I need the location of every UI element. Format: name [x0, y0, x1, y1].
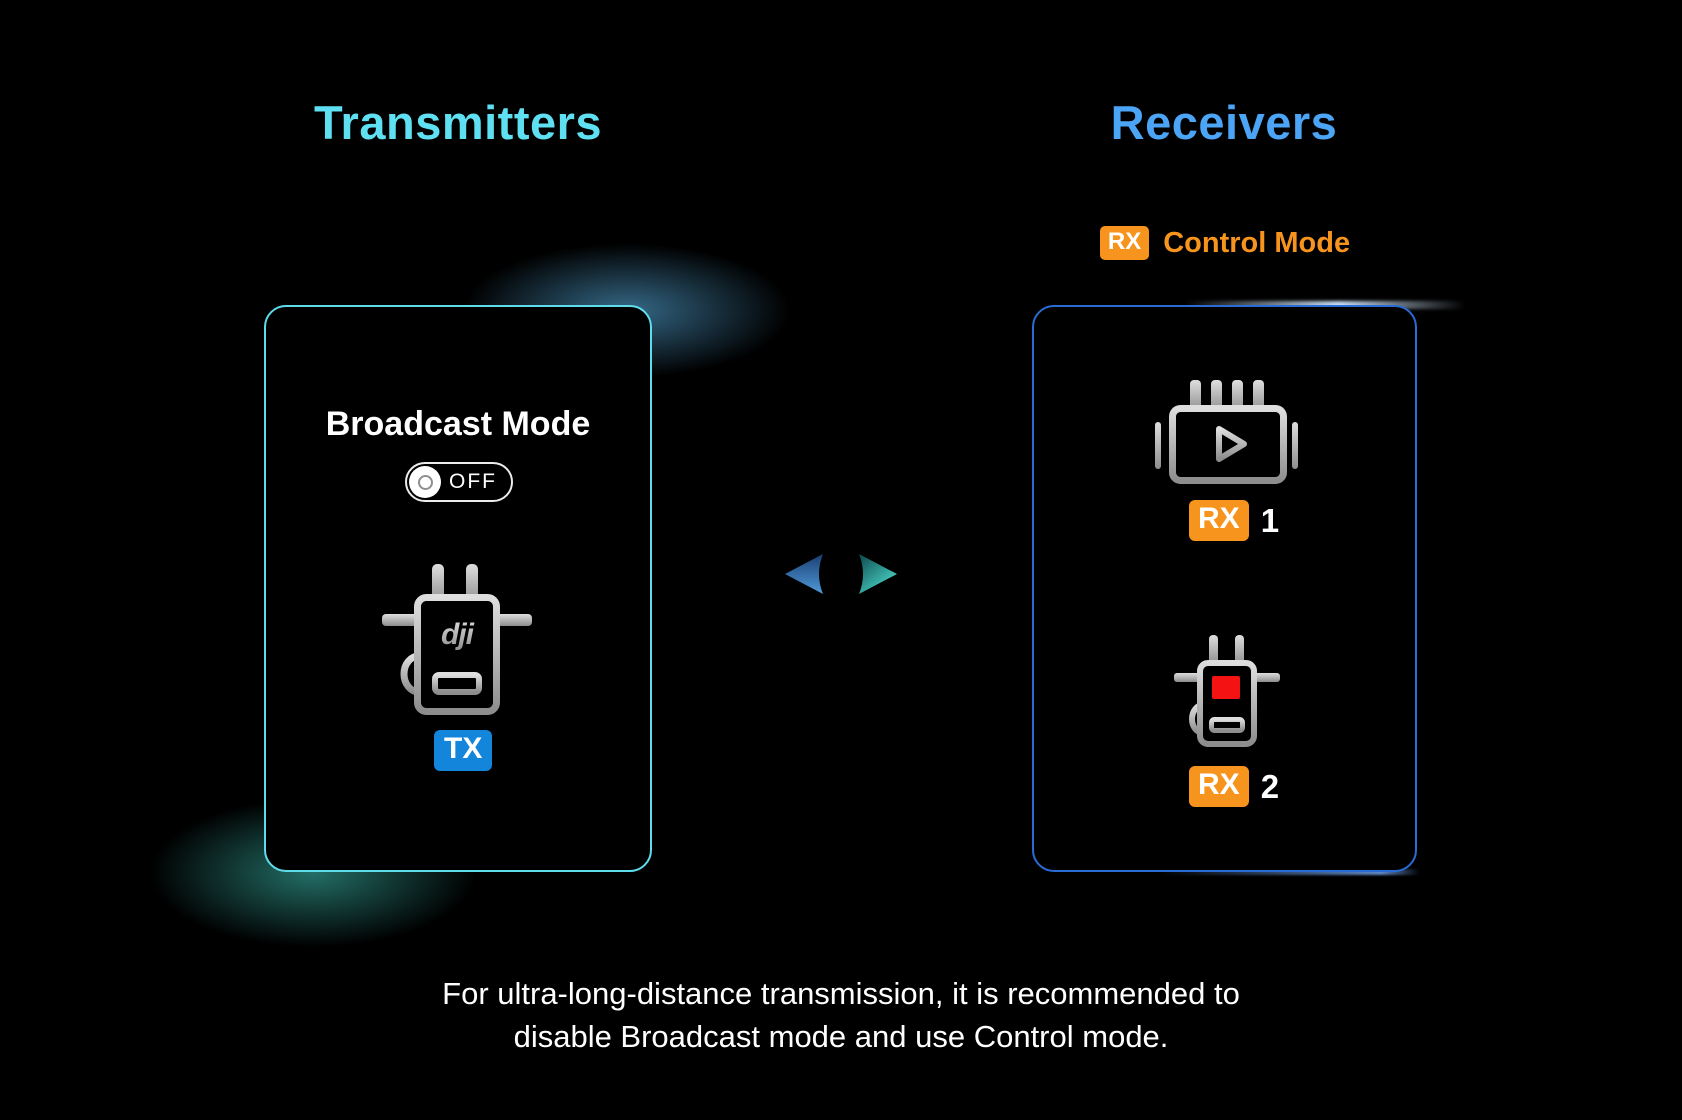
arrow-left-icon [785, 554, 823, 594]
footer-note: For ultra-long-distance transmission, it… [0, 972, 1682, 1058]
rx2-label-row: RX 2 [1189, 766, 1279, 807]
title-receivers: Receivers [1110, 96, 1338, 149]
toggle-state-label: OFF [449, 470, 497, 493]
arrow-right-icon [859, 554, 897, 594]
rx2-badge: RX [1189, 766, 1249, 807]
tx-transmitter-icon: dji [382, 564, 532, 715]
toggle-knob-ring-icon [417, 474, 433, 490]
tx-badge: TX [434, 730, 493, 771]
broadcast-mode-label: Broadcast Mode [325, 405, 591, 443]
rx1-badge: RX [1189, 500, 1249, 541]
recording-status-square-icon [1212, 676, 1240, 699]
clip-icon [400, 652, 420, 696]
control-mode-legend: RX Control Mode [1025, 226, 1425, 260]
rx1-label-row: RX 1 [1189, 500, 1279, 541]
title-transmitters: Transmitters [313, 96, 603, 149]
control-mode-label: Control Mode [1163, 226, 1351, 259]
transfer-arrows [785, 554, 897, 594]
belt-pack-receiver-icon [1174, 635, 1280, 747]
receiver-card: RX 1 RX 2 [1032, 305, 1417, 872]
rx1-number: 1 [1260, 501, 1280, 539]
footer-note-line2: disable Broadcast mode and use Control m… [513, 1019, 1169, 1054]
toggle-knob [409, 466, 441, 498]
video-receiver-icon [1155, 380, 1298, 484]
broadcast-mode-toggle[interactable]: OFF [405, 462, 513, 502]
rx-badge: RX [1099, 226, 1150, 260]
footer-note-line1: For ultra-long-distance transmission, it… [442, 976, 1240, 1011]
transmitter-card: Broadcast Mode OFF dji TX [264, 305, 652, 872]
rx2-number: 2 [1260, 767, 1280, 805]
play-icon [1216, 426, 1247, 462]
dji-logo: dji [441, 618, 475, 651]
